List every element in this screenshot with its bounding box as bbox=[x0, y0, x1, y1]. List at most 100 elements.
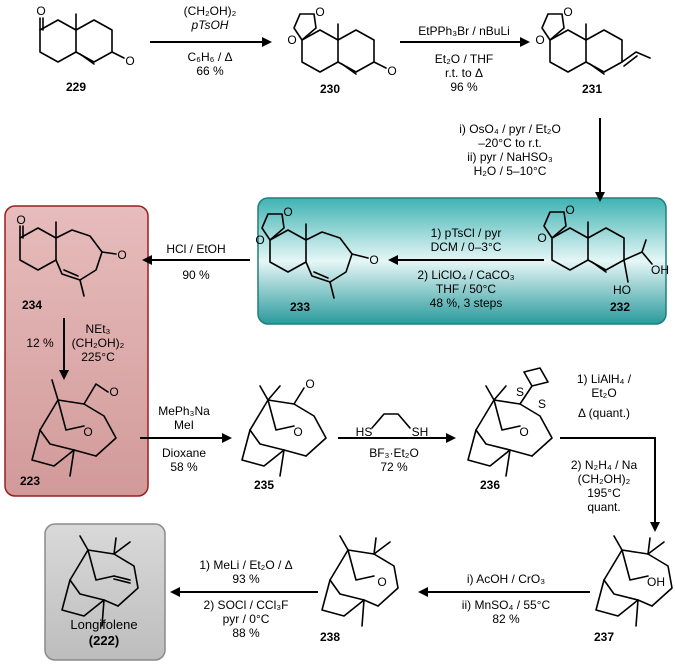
structure-231 bbox=[541, 13, 651, 75]
compound-233-label: 233 bbox=[289, 300, 311, 314]
atom-hs: HS bbox=[355, 425, 373, 439]
step8-line2: 72 % bbox=[380, 460, 408, 474]
atom-oh-237: OH bbox=[647, 575, 665, 589]
atom-o-229b: O bbox=[125, 54, 135, 68]
longifolene-number: (222) bbox=[88, 633, 120, 648]
step10-line3: 82 % bbox=[492, 612, 520, 626]
step9-line2: Et₂O bbox=[591, 386, 617, 400]
structure-229 bbox=[39, 13, 125, 65]
step6-line1: NEt₃ bbox=[85, 322, 111, 336]
atom-o-235a: O bbox=[305, 377, 315, 391]
atom-o-233b: O bbox=[283, 205, 293, 219]
step11-line3: 2) SOCl / CCl₃F bbox=[203, 598, 289, 612]
compound-235-label: 235 bbox=[253, 478, 275, 492]
step4-line2: DCM / 0–3°C bbox=[430, 240, 502, 254]
atom-o-231b: O bbox=[563, 5, 573, 19]
step2-line3: r.t. to Δ bbox=[444, 66, 484, 80]
step7-line3: Dioxane bbox=[161, 446, 207, 460]
atom-o-230a: O bbox=[287, 33, 297, 47]
step2-line2: Et₂O / THF bbox=[434, 52, 494, 66]
atom-o-223b: O bbox=[83, 425, 93, 439]
step11-line4: pyr / 0°C bbox=[222, 612, 270, 626]
atom-s-236a: S bbox=[515, 385, 525, 399]
step7-line2: MeI bbox=[173, 418, 195, 432]
step4-line5: 48 %, 3 steps bbox=[429, 296, 503, 310]
step9-line4: 2) N₂H₄ / Na bbox=[570, 458, 638, 472]
atom-o-233c: O bbox=[369, 253, 379, 267]
atom-o-230c: O bbox=[387, 64, 397, 78]
compound-231-label: 231 bbox=[581, 82, 603, 96]
structure-238 bbox=[321, 535, 399, 627]
step5-line2: 90 % bbox=[182, 268, 210, 282]
arrow-236-237 bbox=[560, 437, 660, 532]
compound-236-label: 236 bbox=[479, 478, 501, 492]
step3-line1: i) OsO₄ / pyr / Et₂O bbox=[459, 122, 561, 136]
atom-o-223a: O bbox=[109, 385, 119, 399]
structure-223 bbox=[31, 379, 117, 477]
compound-238-label: 238 bbox=[319, 630, 341, 644]
step7-line1: MePh₃Na bbox=[158, 404, 210, 418]
atom-sh: SH bbox=[411, 425, 429, 439]
step10-line2: ii) MnSO₄ / 55°C bbox=[461, 598, 551, 612]
structure-longifolene bbox=[61, 535, 139, 627]
step1-line2: pTsOH bbox=[191, 18, 229, 32]
compound-234-label: 234 bbox=[21, 298, 43, 312]
step9-line1: 1) LiAlH₄ / bbox=[576, 372, 632, 386]
step11-line1: 1) MeLi / Et₂O / Δ bbox=[199, 558, 293, 572]
compound-229-label: 229 bbox=[65, 80, 87, 94]
step10-line1: i) AcOH / CrO₃ bbox=[466, 572, 546, 586]
compound-232-label: 232 bbox=[609, 300, 631, 314]
box-234-223 bbox=[4, 205, 149, 497]
compound-230-label: 230 bbox=[319, 82, 341, 96]
step1-line1: (CH₂OH)₂ bbox=[183, 4, 237, 18]
structure-233 bbox=[261, 213, 369, 299]
structure-ethanedithiol bbox=[371, 413, 411, 429]
structure-236 bbox=[467, 367, 553, 477]
step3-line4: H₂O / 5–10°C bbox=[473, 164, 547, 178]
atom-o-235b: O bbox=[293, 425, 303, 439]
structure-230 bbox=[293, 13, 387, 75]
atom-o-229a: O bbox=[36, 4, 46, 18]
step9-line6: 195°C bbox=[587, 486, 621, 500]
atom-o-234b: O bbox=[117, 248, 127, 262]
step5-line1: HCl / EtOH bbox=[166, 242, 226, 256]
step1-line3: C₆H₆ / Δ bbox=[187, 50, 233, 64]
structure-232 bbox=[543, 211, 653, 283]
step6-line3: 225°C bbox=[81, 350, 115, 364]
step8-line1: BF₃·Et₂O bbox=[369, 446, 419, 460]
longifolene-name: Longifolene bbox=[70, 617, 138, 632]
step9-line3: Δ (quant.) bbox=[577, 406, 631, 420]
atom-o-230b: O bbox=[315, 5, 325, 19]
atom-o-232b: O bbox=[565, 203, 575, 217]
step2-line1: EtPPh₃Br / nBuLi bbox=[418, 24, 510, 38]
step4-line4: THF / 50°C bbox=[435, 282, 497, 296]
box-longifolene bbox=[44, 523, 166, 661]
compound-223-label: 223 bbox=[19, 474, 41, 488]
atom-o-234a: O bbox=[16, 213, 26, 227]
step9-line5: (CH₂OH)₂ bbox=[577, 472, 631, 486]
atom-s-236b: S bbox=[537, 397, 547, 411]
step1-line4: 66 % bbox=[196, 64, 224, 78]
step3-line3: ii) pyr / NaHSO₃ bbox=[467, 150, 553, 164]
atom-o-232a: O bbox=[537, 231, 547, 245]
atom-o-236: O bbox=[519, 425, 529, 439]
step2-line4: 96 % bbox=[450, 80, 478, 94]
step6-line4: 12 % bbox=[26, 336, 54, 350]
structure-237 bbox=[595, 535, 673, 627]
step9-line7: quant. bbox=[587, 500, 621, 514]
step11-line5: 88 % bbox=[232, 626, 260, 640]
atom-o-233a: O bbox=[255, 233, 265, 247]
atom-o-231a: O bbox=[535, 33, 545, 47]
step7-line4: 58 % bbox=[170, 460, 198, 474]
step4-line1: 1) pTsCl / pyr bbox=[430, 226, 502, 240]
compound-237-label: 237 bbox=[593, 630, 615, 644]
structure-235 bbox=[241, 385, 327, 477]
step3-line2: –20°C to r.t. bbox=[478, 136, 542, 150]
step4-line3: 2) LiClO₄ / CaCO₃ bbox=[417, 268, 515, 282]
atom-o-238: O bbox=[377, 575, 387, 589]
step6-line2: (CH₂OH)₂ bbox=[71, 336, 125, 350]
step11-line2: 93 % bbox=[232, 572, 260, 586]
atom-ho-232: HO bbox=[613, 283, 631, 297]
structure-234 bbox=[19, 221, 117, 297]
